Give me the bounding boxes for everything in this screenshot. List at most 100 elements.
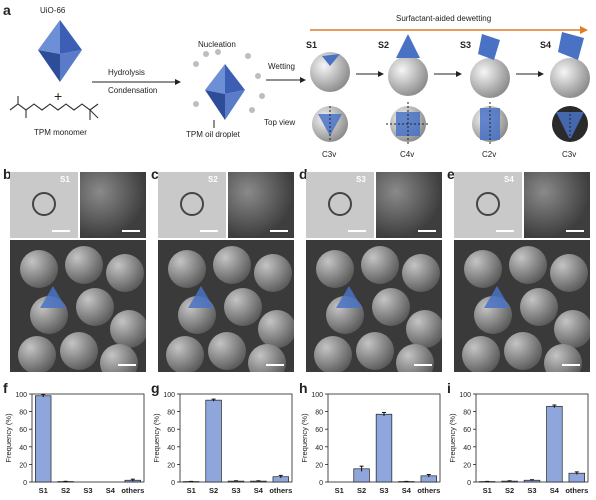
sem-closeup-d xyxy=(376,172,442,238)
x-tick-label: others xyxy=(121,486,144,495)
panel-label-g: g xyxy=(151,380,160,396)
x-tick-label: others xyxy=(565,486,588,495)
y-tick-label: 60 xyxy=(167,427,175,434)
plot-frame xyxy=(31,393,145,483)
scale-bar xyxy=(418,230,436,232)
particle xyxy=(504,332,542,370)
y-axis-label: Frequency (%) xyxy=(4,413,13,463)
bar-others xyxy=(568,472,585,483)
stage-badge-s2: S2 xyxy=(208,175,218,184)
stage-badge-s1: S1 xyxy=(60,175,70,184)
particle xyxy=(396,344,434,372)
panel-label-h: h xyxy=(299,380,308,396)
plus-sign: + xyxy=(54,88,63,104)
top-view-s1 xyxy=(312,106,348,142)
y-tick-label: 80 xyxy=(167,410,175,417)
bar-s3 xyxy=(375,413,393,483)
particle xyxy=(462,336,500,372)
bar-s4 xyxy=(546,405,563,483)
x-tick-label: S4 xyxy=(106,486,116,495)
y-tick-label: 40 xyxy=(315,445,323,452)
symmetry-s4: C3v xyxy=(562,150,577,159)
particle xyxy=(314,336,352,372)
scale-bar xyxy=(496,230,514,232)
sem-overview-c xyxy=(158,240,294,372)
y-tick-label: 20 xyxy=(463,462,471,469)
x-tick-label: S3 xyxy=(527,486,536,495)
particle xyxy=(224,288,262,326)
panel-label-f: f xyxy=(3,380,8,396)
particle xyxy=(550,254,588,292)
y-tick-label: 20 xyxy=(167,462,175,469)
panel-label-b: b xyxy=(3,166,12,182)
particle xyxy=(208,332,246,370)
particle xyxy=(372,288,410,326)
optical-image-d: S3 xyxy=(306,172,374,238)
x-tick-label: S2 xyxy=(209,486,218,495)
y-tick-label: 60 xyxy=(19,427,27,434)
stage-badge-s3: S3 xyxy=(356,175,366,184)
plot-frame xyxy=(475,393,589,483)
x-tick-label: S2 xyxy=(61,486,70,495)
sem-closeup-e xyxy=(524,172,590,238)
particle xyxy=(544,344,582,372)
sem-overview-b xyxy=(10,240,146,372)
x-tick-label: S1 xyxy=(39,486,48,495)
particle xyxy=(316,250,354,288)
particle xyxy=(106,254,144,292)
y-tick-label: 80 xyxy=(315,410,323,417)
x-tick-label: S3 xyxy=(379,486,388,495)
panel-label-c: c xyxy=(151,166,159,182)
symmetry-s2: C4v xyxy=(400,150,415,159)
particle xyxy=(110,310,146,348)
stage-s2-sphere xyxy=(388,34,428,96)
y-tick-label: 80 xyxy=(19,410,27,417)
panel-label-a: a xyxy=(3,2,11,18)
panel-label-i: i xyxy=(447,380,451,396)
particle xyxy=(258,310,294,348)
x-tick-label: S1 xyxy=(483,486,492,495)
scale-bar xyxy=(414,364,432,366)
stage-label-s3: S3 xyxy=(460,40,472,50)
particle xyxy=(520,288,558,326)
particle xyxy=(65,246,103,284)
symmetry-s1: C3v xyxy=(322,150,337,159)
scale-bar xyxy=(348,230,366,232)
y-axis-label: Frequency (%) xyxy=(152,413,161,463)
condensation-label: Condensation xyxy=(108,86,158,95)
optical-image-c: S2 xyxy=(158,172,226,238)
particle xyxy=(361,246,399,284)
particle xyxy=(168,250,206,288)
particle xyxy=(213,246,251,284)
sem-closeup-b xyxy=(80,172,146,238)
scale-bar xyxy=(270,230,288,232)
y-tick-label: 60 xyxy=(463,427,471,434)
x-tick-label: S1 xyxy=(187,486,196,495)
wetting-label: Wetting xyxy=(268,62,295,71)
particle xyxy=(356,332,394,370)
x-tick-label: S4 xyxy=(402,486,412,495)
oil-droplets xyxy=(193,49,265,113)
stage-label-s4: S4 xyxy=(540,40,552,50)
x-tick-label: others xyxy=(269,486,292,495)
stage-s4-sphere xyxy=(550,32,590,98)
scale-bar xyxy=(562,364,580,366)
stage-badge-s4: S4 xyxy=(504,175,514,184)
top-view-s3 xyxy=(472,102,508,146)
particle xyxy=(76,288,114,326)
tpm-monomer-label: TPM monomer xyxy=(34,128,87,137)
y-tick-label: 100 xyxy=(459,392,471,399)
tpm-monomer-structure xyxy=(9,96,99,120)
y-tick-label: 20 xyxy=(19,462,27,469)
y-tick-label: 100 xyxy=(163,392,175,399)
scale-bar xyxy=(200,230,218,232)
sem-overview-e xyxy=(454,240,590,372)
y-tick-label: 100 xyxy=(15,392,27,399)
x-tick-label: S1 xyxy=(335,486,344,495)
optical-image-b: S1 xyxy=(10,172,78,238)
scale-bar xyxy=(118,364,136,366)
bar-s2 xyxy=(205,399,222,483)
x-tick-label: S3 xyxy=(231,486,240,495)
